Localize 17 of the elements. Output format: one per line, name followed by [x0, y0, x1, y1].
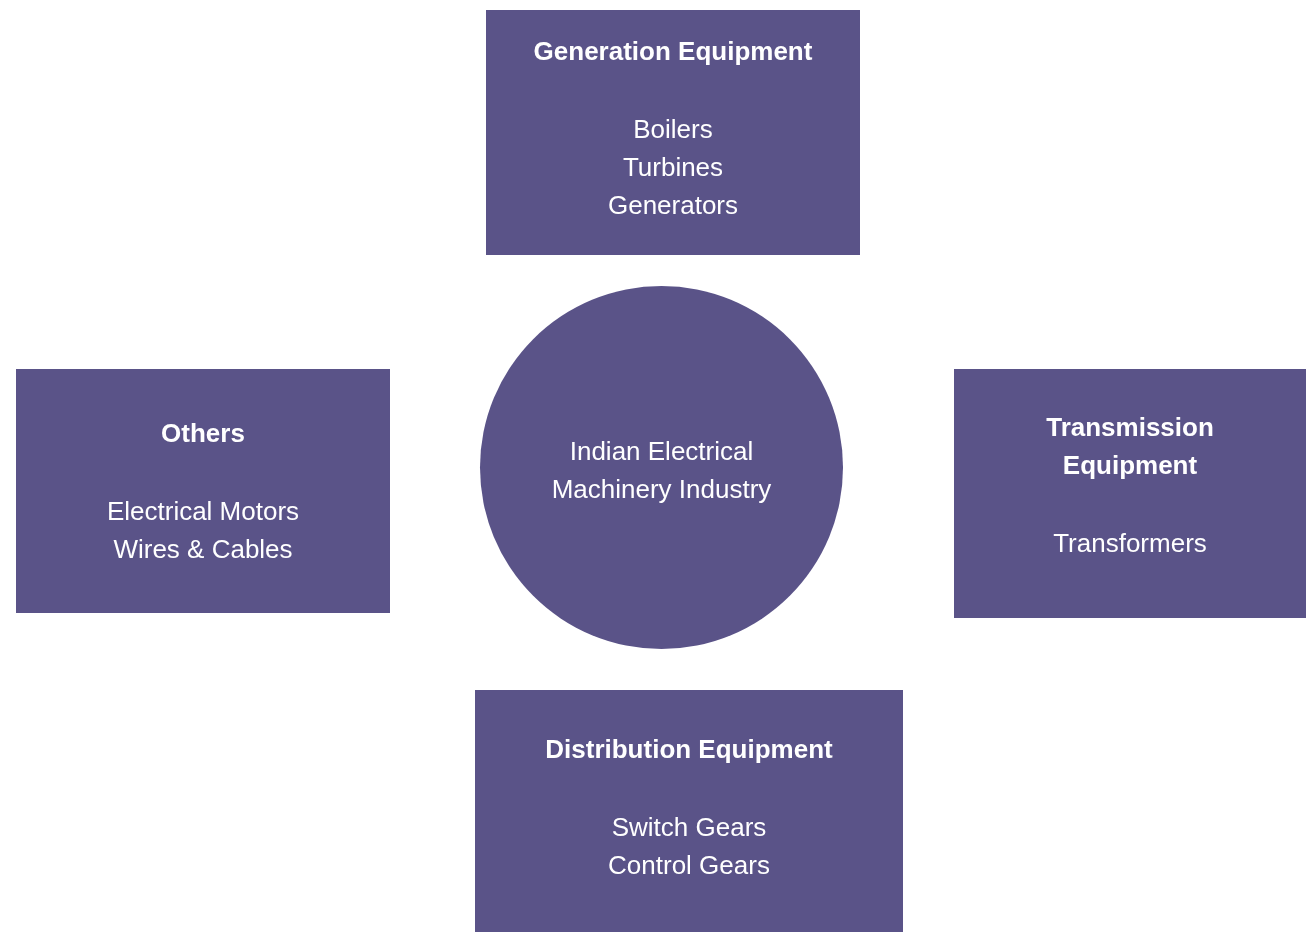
category-heading: Generation Equipment [533, 35, 813, 68]
item-label: Generators [607, 189, 739, 222]
category-box [954, 369, 1306, 618]
category-heading: Others [161, 417, 245, 450]
category-heading: Distribution Equipment [545, 733, 833, 766]
category-heading: Transmission Equipment [1045, 411, 1215, 482]
item-label: Control Gears [608, 849, 770, 882]
item-label: Wires & Cables [113, 533, 293, 566]
item-label: Electrical Motors [106, 495, 300, 528]
center-label: Indian Electrical Machinery Industry [550, 435, 773, 506]
item-label: Turbines [622, 151, 724, 184]
item-label: Switch Gears [611, 811, 767, 844]
item-label: Boilers [633, 113, 713, 146]
category-box [16, 369, 390, 613]
category-box [486, 10, 860, 255]
item-label: Transformers [1053, 527, 1207, 560]
category-box [475, 690, 903, 932]
